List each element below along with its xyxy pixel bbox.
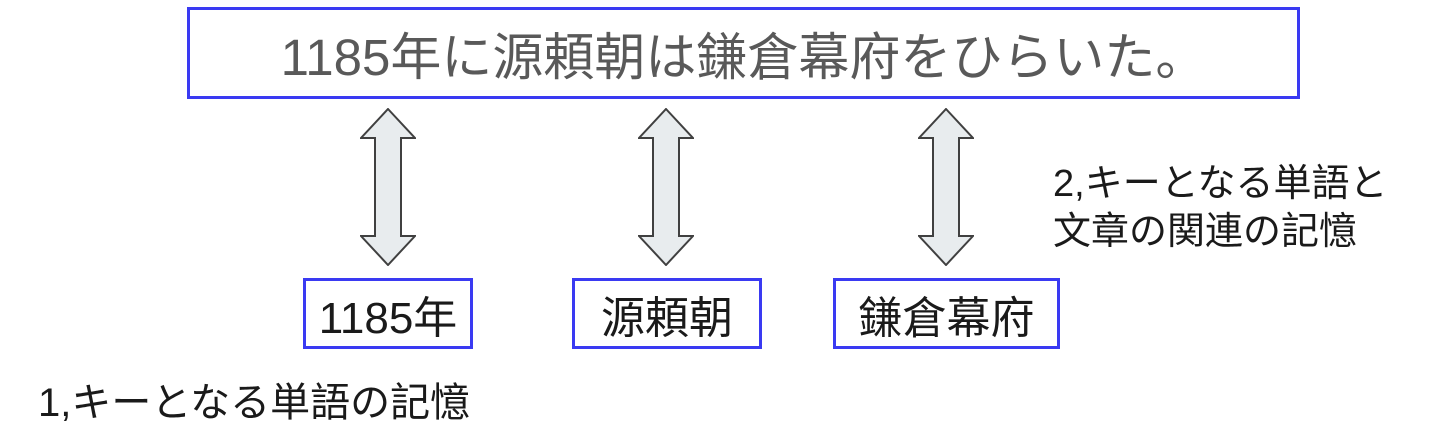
sentence-text: 1185年に源頼朝は鎌倉幕府をひらいた。 (280, 29, 1207, 86)
keyword-label: 鎌倉幕府 (858, 293, 1035, 343)
keyword-box-shogunate: 鎌倉幕府 (833, 278, 1060, 349)
double-arrow-shape (918, 108, 974, 266)
double-arrow-icon (360, 108, 416, 266)
keyword-label: 1185年 (318, 293, 458, 343)
relation-note-line2: 文章の関連の記憶 (1053, 211, 1358, 253)
keyword-box-year: 1185年 (303, 278, 473, 349)
relation-memory-note: 2,キーとなる単語と 文章の関連の記憶 (1053, 160, 1388, 256)
keyword-label: 源頼朝 (601, 293, 733, 343)
double-arrow-icon (918, 108, 974, 266)
double-arrow-icon (638, 108, 694, 266)
sentence-box: 1185年に源頼朝は鎌倉幕府をひらいた。 (187, 7, 1300, 99)
double-arrow-shape (638, 108, 694, 266)
keyword-memory-note: 1,キーとなる単語の記憶 (38, 381, 471, 425)
double-arrow-shape (360, 108, 416, 266)
relation-note-line1: 2,キーとなる単語と (1053, 163, 1388, 205)
keyword-box-person: 源頼朝 (572, 278, 762, 349)
